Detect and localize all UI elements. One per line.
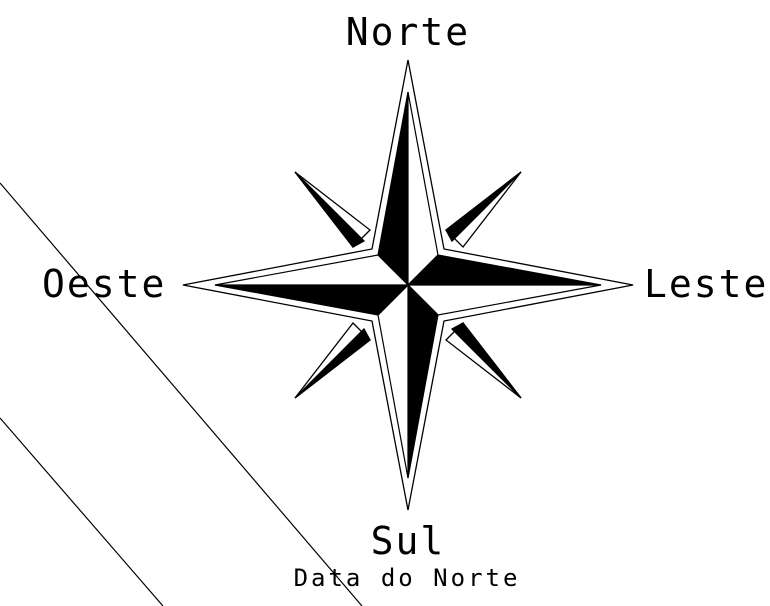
map-lines <box>0 183 362 606</box>
south-label: Sul <box>371 519 446 563</box>
east-point-bottom <box>408 285 601 315</box>
map-line-upper <box>0 183 362 606</box>
north-point-left <box>378 92 408 285</box>
se-point-fill <box>452 323 521 398</box>
west-point-top <box>215 255 408 285</box>
ne-point-fill <box>446 172 521 241</box>
cardinal-star-inner <box>215 92 601 478</box>
compass-rose <box>183 60 633 510</box>
sw-point-fill <box>295 329 370 398</box>
west-label: Oeste <box>42 262 166 306</box>
nw-point-fill <box>295 172 364 247</box>
east-point-top <box>408 255 601 285</box>
south-point-left <box>378 285 408 478</box>
west-point-bottom <box>215 285 408 315</box>
south-point-right <box>408 285 438 478</box>
east-label: Leste <box>644 262 768 306</box>
north-label: Norte <box>346 10 470 54</box>
north-point-right <box>408 92 438 285</box>
map-line-lower <box>0 418 163 606</box>
caption-label: Data do Norte <box>294 564 521 592</box>
